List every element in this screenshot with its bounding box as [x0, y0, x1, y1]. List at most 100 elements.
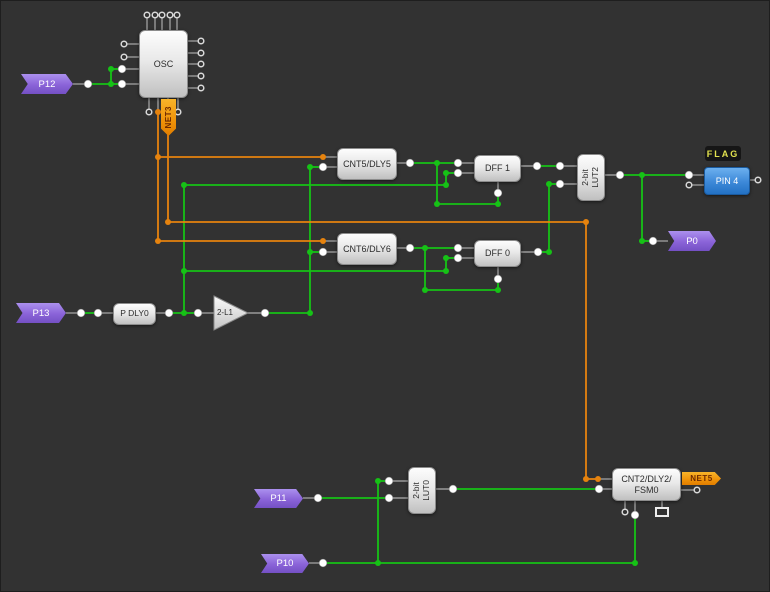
junction-dot [546, 249, 552, 255]
pin4-block[interactable]: PIN 4 [704, 167, 750, 195]
pin-dot[interactable] [533, 247, 543, 257]
port-p13[interactable]: P13 [16, 303, 66, 323]
buffer-2l1[interactable] [212, 294, 252, 334]
pin-dot[interactable] [83, 79, 93, 89]
net5-label: NET5 [690, 474, 713, 483]
buffer-triangle[interactable] [213, 295, 250, 331]
osc-label: OSC [153, 58, 174, 69]
pin-dot[interactable] [615, 170, 625, 180]
cnt6-dly6-block[interactable]: CNT6/DLY6 [337, 233, 397, 265]
dff0-block[interactable]: DFF 0 [474, 240, 521, 267]
pin-circle[interactable] [197, 72, 205, 80]
pin-dot[interactable] [630, 510, 640, 520]
pin-circle[interactable] [197, 37, 205, 45]
pin-circle[interactable] [145, 108, 153, 116]
net3-label: NET3 [164, 106, 173, 129]
pin-circle[interactable] [151, 11, 159, 19]
pin-dot[interactable] [405, 243, 415, 253]
junction-dot [307, 164, 313, 170]
pin-dot[interactable] [117, 79, 127, 89]
pin-circle[interactable] [693, 486, 701, 494]
pin-circle[interactable] [173, 11, 181, 19]
port-p11[interactable]: P11 [254, 489, 303, 508]
pin4-label: PIN 4 [715, 176, 739, 186]
cnt5-dly5-block[interactable]: CNT5/DLY5 [337, 148, 397, 180]
pin-dot[interactable] [453, 158, 463, 168]
net3-tag[interactable]: NET3 [161, 99, 176, 136]
pin-dot[interactable] [260, 308, 270, 318]
pin-circle[interactable] [158, 11, 166, 19]
junction-dot [443, 255, 449, 261]
cnt6-label: CNT6/DLY6 [343, 243, 391, 254]
pin-circle[interactable] [197, 60, 205, 68]
pin-circle[interactable] [754, 176, 762, 184]
pin-dot[interactable] [318, 558, 328, 568]
pin-dot[interactable] [532, 161, 542, 171]
pin-dot[interactable] [193, 308, 203, 318]
junction-dot [443, 182, 449, 188]
pin-dot[interactable] [448, 484, 458, 494]
osc-block[interactable]: OSC [139, 30, 188, 98]
dff1-block[interactable]: DFF 1 [474, 155, 521, 182]
pin-dot[interactable] [555, 179, 565, 189]
pin-circle[interactable] [120, 53, 128, 61]
junction-dot [546, 181, 552, 187]
p11-label: P11 [270, 493, 287, 504]
pin-circle[interactable] [685, 181, 693, 189]
junction-dot [165, 219, 171, 225]
junction-dot [375, 560, 381, 566]
junction-dot [443, 268, 449, 274]
junction-dot [434, 201, 440, 207]
p12-label: P12 [38, 78, 56, 90]
p10-label: P10 [276, 558, 294, 569]
pin-dot[interactable] [93, 308, 103, 318]
junction-dot [422, 287, 428, 293]
junction-dot [320, 238, 326, 244]
pin-dot[interactable] [384, 476, 394, 486]
junction-dot [181, 182, 187, 188]
pin-dot[interactable] [405, 158, 415, 168]
pin-circle[interactable] [174, 108, 182, 116]
pin-circle[interactable] [120, 40, 128, 48]
pin-dot[interactable] [318, 162, 328, 172]
junction-dot [108, 81, 114, 87]
pin-dot[interactable] [453, 168, 463, 178]
port-p10[interactable]: P10 [261, 554, 309, 573]
pin-dot[interactable] [76, 308, 86, 318]
port-p12[interactable]: P12 [21, 74, 73, 94]
junction-dot [495, 201, 501, 207]
junction-dot [320, 154, 326, 160]
junction-dot [375, 478, 381, 484]
pin-circle[interactable] [143, 11, 151, 19]
pin-dot[interactable] [648, 236, 658, 246]
pin-dot[interactable] [117, 64, 127, 74]
lut0-block[interactable]: 2-bit LUT0 [408, 467, 436, 514]
pin-dot[interactable] [384, 493, 394, 503]
pin-dot[interactable] [164, 308, 174, 318]
pin-dot[interactable] [493, 274, 503, 284]
pin-dot[interactable] [313, 493, 323, 503]
pin-dot[interactable] [594, 484, 604, 494]
pin-dot[interactable] [453, 253, 463, 263]
net5-tag[interactable]: NET5 [682, 472, 721, 485]
lut0-label: 2-bit LUT0 [411, 480, 431, 501]
junction-dot [155, 154, 161, 160]
ground-rect-symbol[interactable] [655, 507, 669, 517]
pin-dot[interactable] [453, 243, 463, 253]
pin-circle[interactable] [166, 11, 174, 19]
pin-dot[interactable] [555, 161, 565, 171]
pin-circle[interactable] [197, 84, 205, 92]
port-p0[interactable]: P0 [668, 231, 716, 251]
cnt2-dly2-fsm0-block[interactable]: CNT2/DLY2/ FSM0 [612, 468, 681, 501]
pin-circle[interactable] [621, 508, 629, 516]
dff0-label: DFF 0 [484, 248, 510, 259]
lut2-block[interactable]: 2-bit LUT2 [577, 154, 605, 201]
pin-dot[interactable] [684, 170, 694, 180]
pin-circle[interactable] [197, 49, 205, 57]
pin-dot[interactable] [493, 188, 503, 198]
junction-dot [639, 172, 645, 178]
pdly0-block[interactable]: P DLY0 [113, 303, 156, 325]
pin-dot[interactable] [318, 247, 328, 257]
